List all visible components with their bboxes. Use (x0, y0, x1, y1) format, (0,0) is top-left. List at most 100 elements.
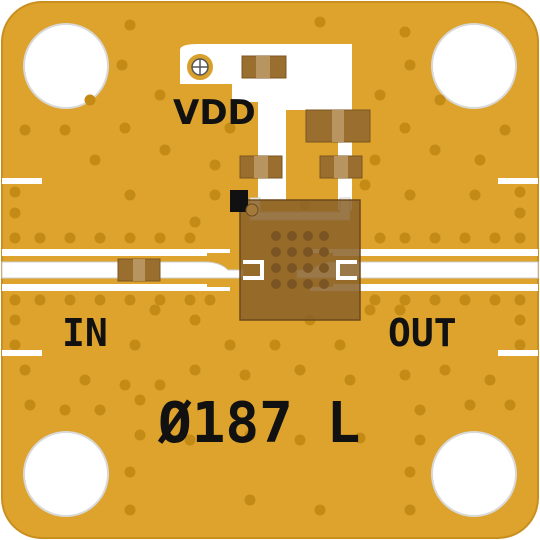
chip-via (319, 279, 329, 289)
via (124, 504, 136, 516)
via (34, 232, 46, 244)
via (89, 154, 101, 166)
chip-via (287, 247, 297, 257)
via (359, 179, 371, 191)
via (149, 304, 161, 316)
chip-via (271, 247, 281, 257)
mounting-hole-top-right (431, 23, 517, 109)
via (239, 369, 251, 381)
via (124, 466, 136, 478)
chip-via (287, 279, 297, 289)
via (9, 294, 21, 306)
via (399, 369, 411, 381)
mounting-holes (23, 23, 517, 517)
via (314, 16, 326, 28)
vdd-via-icon-cross (192, 59, 208, 75)
via (124, 19, 136, 31)
via (224, 122, 236, 134)
via (79, 374, 91, 386)
via (404, 59, 416, 71)
via (439, 364, 451, 376)
via (154, 294, 166, 306)
via (404, 189, 416, 201)
vdd-bias-trace-right (286, 100, 352, 110)
input-label: IN (62, 311, 108, 355)
via (489, 232, 501, 244)
via (9, 232, 21, 244)
via (189, 216, 201, 228)
via (354, 432, 366, 444)
chip-via (271, 231, 281, 241)
output-trace-gap-bottom (333, 284, 538, 289)
output-trace-gap-top (333, 251, 538, 256)
via (209, 189, 221, 201)
via (504, 399, 516, 411)
via (399, 232, 411, 244)
via (189, 314, 201, 326)
via (124, 294, 136, 306)
via (184, 232, 196, 244)
via (514, 207, 526, 219)
via (224, 339, 236, 351)
via (374, 232, 386, 244)
via (429, 232, 441, 244)
chip-via (303, 279, 313, 289)
via (514, 186, 526, 198)
via (159, 144, 171, 156)
input-trace-gap-top (2, 251, 207, 256)
chip-via (303, 263, 313, 273)
via (19, 364, 31, 376)
via (394, 304, 406, 316)
via (459, 232, 471, 244)
via (369, 294, 381, 306)
via (314, 504, 326, 516)
via (464, 399, 476, 411)
via (59, 404, 71, 416)
mmic-output-bond (336, 260, 357, 280)
pin1-marker (230, 190, 248, 212)
via (134, 429, 146, 441)
via (399, 26, 411, 38)
via (484, 374, 496, 386)
via (9, 186, 21, 198)
via (414, 404, 426, 416)
vdd-network (180, 44, 352, 221)
chip-via (271, 263, 281, 273)
mmic-input-bond (243, 260, 264, 280)
via (129, 339, 141, 351)
via (404, 504, 416, 516)
via (94, 404, 106, 416)
via (94, 232, 106, 244)
via (119, 379, 131, 391)
vdd-bias-trace (258, 100, 286, 200)
mounting-hole-top-left (23, 23, 109, 109)
capacitor-input-pad (133, 259, 145, 281)
via (499, 124, 511, 136)
via (9, 339, 21, 351)
chip-via (319, 231, 329, 241)
via (9, 207, 21, 219)
via (344, 374, 356, 386)
via (429, 294, 441, 306)
via (369, 154, 381, 166)
via (116, 59, 128, 71)
via (244, 494, 256, 506)
via (414, 434, 426, 446)
via (429, 144, 441, 156)
via (514, 232, 526, 244)
via (119, 122, 131, 134)
part-number-label: Ø187 L (157, 391, 360, 456)
via (154, 232, 166, 244)
via (9, 314, 21, 326)
via (489, 294, 501, 306)
via (294, 364, 306, 376)
pin1-dot (245, 203, 259, 217)
input-trace-gap-bottom (2, 284, 207, 289)
via (64, 294, 76, 306)
chip-via (303, 247, 313, 257)
via (374, 89, 386, 101)
via (269, 339, 281, 351)
via (209, 159, 221, 171)
via (399, 122, 411, 134)
